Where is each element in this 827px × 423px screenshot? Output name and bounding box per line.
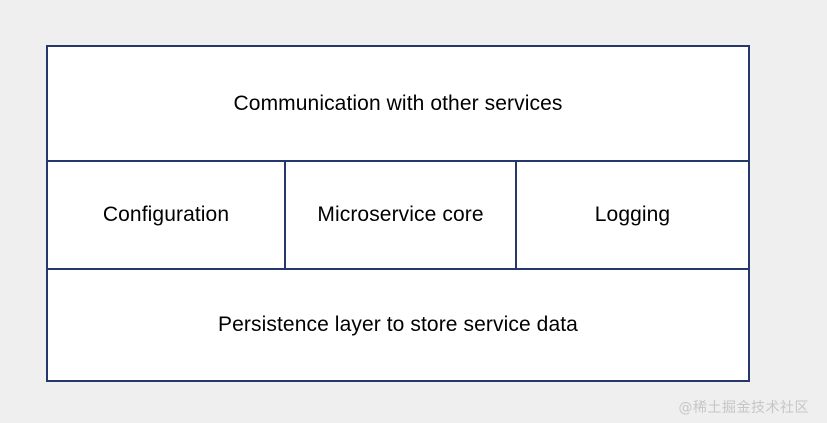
diagram-row-communication: Communication with other services: [48, 47, 748, 162]
diagram-cell-label: Microservice core: [317, 203, 484, 227]
diagram-cell-configuration: Configuration: [48, 162, 286, 268]
diagram-cell-logging: Logging: [517, 162, 748, 268]
diagram-cell-label: Logging: [594, 203, 671, 227]
diagram-cell-label: Configuration: [102, 203, 230, 227]
diagram-cell-microservice-core: Microservice core: [286, 162, 517, 268]
diagram-cell-persistence: Persistence layer to store service data: [48, 270, 748, 380]
architecture-diagram: Communication with other services Config…: [46, 45, 750, 382]
diagram-cell-label: Communication with other services: [233, 91, 563, 115]
diagram-cell-communication: Communication with other services: [48, 47, 748, 160]
diagram-cell-label: Persistence layer to store service data: [218, 313, 578, 337]
diagram-row-core: Configuration Microservice core Logging: [48, 162, 748, 270]
diagram-row-persistence: Persistence layer to store service data: [48, 270, 748, 380]
watermark: @稀土掘金技术社区: [678, 400, 809, 416]
